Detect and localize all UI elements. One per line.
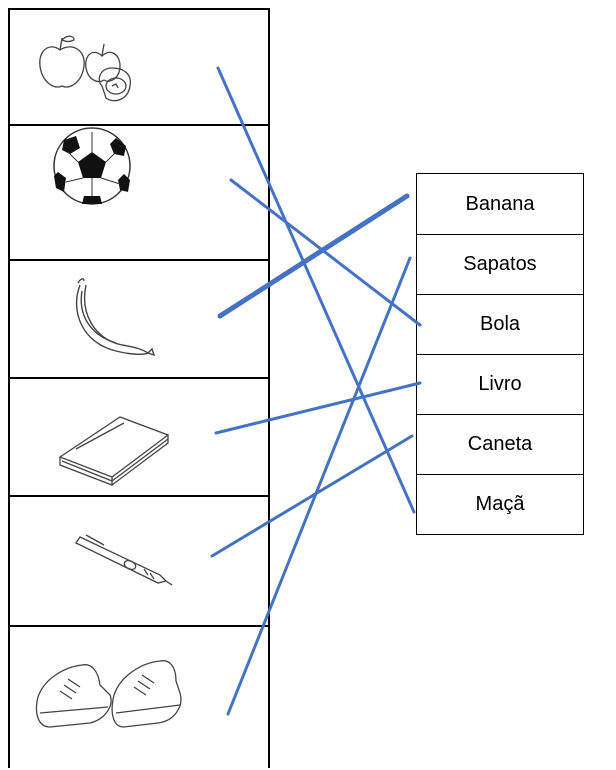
picture-cell-ball — [10, 126, 268, 261]
book-icon — [58, 416, 170, 486]
sneakers-icon — [35, 660, 182, 728]
picture-cell-banana — [10, 261, 268, 379]
word-table: Banana Sapatos Bola Livro Caneta Maçã — [416, 173, 584, 535]
picture-cell-sneakers — [10, 627, 268, 770]
word-cell[interactable]: Banana — [465, 192, 535, 215]
apples-icon — [39, 35, 132, 102]
word-cell[interactable]: Caneta — [417, 414, 583, 474]
word-cell[interactable]: Sapatos — [417, 234, 583, 294]
picture-cell-book — [10, 379, 268, 497]
picture-cell-pen — [10, 497, 268, 627]
word-cell[interactable]: Maçã — [417, 474, 583, 534]
soccer-ball-icon — [53, 127, 131, 205]
banana-icon — [75, 278, 156, 357]
picture-column — [8, 8, 270, 768]
word-cell[interactable]: Bola — [417, 294, 583, 354]
pen-icon — [75, 534, 173, 586]
word-cell[interactable]: Livro — [417, 354, 583, 414]
picture-cell-apples — [10, 10, 268, 126]
